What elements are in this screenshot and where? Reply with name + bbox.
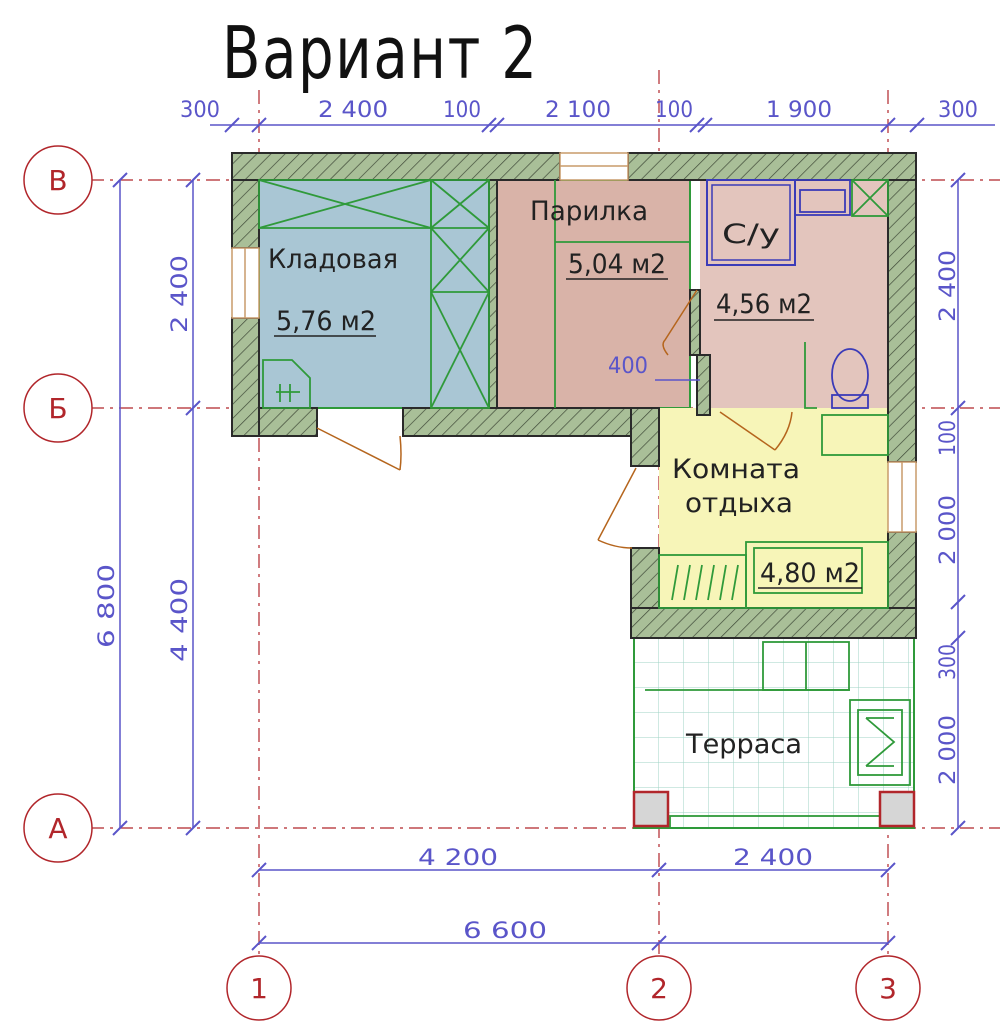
wc-label: С/у bbox=[722, 219, 780, 250]
door-wc-swing bbox=[719, 411, 793, 451]
dimension-lines bbox=[119, 124, 995, 944]
wall-middle-drop bbox=[630, 407, 660, 467]
wall-storage-steam bbox=[488, 179, 498, 409]
terrace-post-left bbox=[632, 790, 670, 828]
rest-cabinet bbox=[821, 414, 889, 456]
dim-door-steam: 400 bbox=[608, 354, 648, 379]
doors bbox=[316, 289, 793, 549]
dim-bottom-0: 4 200 bbox=[418, 846, 498, 871]
axis-label-col-3: 3 bbox=[879, 972, 897, 1005]
door-storage-swing bbox=[316, 427, 402, 471]
terrace-label: Терраса bbox=[685, 729, 802, 760]
dim-right-0: 2 400 bbox=[936, 250, 961, 322]
wc-cabinet bbox=[851, 179, 889, 217]
dim-right-2: 2 000 bbox=[936, 495, 961, 565]
wall-bottom-storage bbox=[258, 407, 318, 437]
wall-bottom-middle bbox=[402, 407, 660, 437]
shower-tray bbox=[706, 179, 796, 266]
axis-marker-row-b bbox=[23, 373, 93, 443]
dim-right-1: 100 bbox=[936, 420, 961, 456]
storage-label: Кладовая bbox=[268, 244, 398, 275]
door-entry-swing bbox=[597, 467, 637, 549]
rest-label-line1: Комната bbox=[672, 454, 800, 485]
toilet bbox=[831, 348, 869, 402]
wall-right-upper bbox=[887, 179, 917, 463]
wall-top-left bbox=[231, 152, 561, 181]
axis-label-col-2: 2 bbox=[650, 972, 668, 1005]
dim-top-5: 1 900 bbox=[766, 98, 832, 123]
axis-markers bbox=[23, 145, 921, 1021]
dim-left-1: 4 400 bbox=[168, 578, 193, 662]
wall-left-upper bbox=[231, 179, 260, 249]
terrace-grill bbox=[849, 699, 911, 786]
wall-top-right bbox=[627, 152, 917, 181]
wall-left-lower bbox=[231, 317, 260, 437]
rest-shoe-rack bbox=[658, 554, 747, 609]
dim-left-0: 2 400 bbox=[168, 255, 193, 333]
dim-top-4: 100 bbox=[655, 98, 693, 123]
dim-top-1: 2 400 bbox=[318, 98, 388, 123]
axis-label-row-v: В bbox=[48, 164, 67, 197]
rest-area: 4,80 м2 bbox=[760, 558, 860, 589]
door-steam-swing bbox=[662, 289, 698, 356]
steam-label: Парилка bbox=[530, 196, 648, 227]
rest-room bbox=[659, 408, 888, 608]
axis-marker-col-2 bbox=[626, 955, 692, 1021]
windows bbox=[231, 152, 917, 533]
axis-label-row-a: А bbox=[48, 812, 67, 845]
dim-top-2: 100 bbox=[443, 98, 481, 123]
storage-area: 5,76 м2 bbox=[276, 306, 376, 337]
storage-stool bbox=[262, 359, 311, 409]
steam-area: 5,04 м2 bbox=[568, 249, 666, 280]
terrace-post-right bbox=[878, 790, 916, 828]
wash-basin bbox=[794, 179, 851, 216]
dim-top-6: 300 bbox=[938, 98, 978, 123]
steam-bench bbox=[554, 180, 690, 408]
dim-top-0: 300 bbox=[180, 98, 220, 123]
axis-marker-row-v bbox=[23, 145, 93, 215]
wall-wc-lower bbox=[696, 354, 711, 416]
axis-marker-col-3 bbox=[855, 955, 921, 1021]
wc-partition bbox=[804, 342, 817, 409]
axis-label-row-b: Б bbox=[48, 392, 67, 425]
wall-steam-wc bbox=[689, 289, 701, 356]
plan-title: Вариант 2 bbox=[222, 11, 539, 95]
dimension-ticks bbox=[112, 117, 966, 951]
dim-bottom-1: 2 400 bbox=[733, 846, 813, 871]
rest-label-line2: отдыха bbox=[685, 488, 793, 519]
terrace-posts bbox=[632, 790, 916, 828]
axis-label-col-1: 1 bbox=[250, 972, 268, 1005]
dim-bottom-2: 6 600 bbox=[463, 919, 547, 944]
storage-room bbox=[258, 179, 490, 409]
dim-right-3: 300 bbox=[936, 644, 961, 680]
axis-marker-col-1 bbox=[226, 955, 292, 1021]
dim-left-2: 6 800 bbox=[95, 564, 120, 648]
wall-rest-bottom bbox=[630, 607, 917, 639]
dim-right-4: 2 000 bbox=[936, 715, 961, 785]
dim-top-3: 2 100 bbox=[545, 98, 611, 123]
wc-area: 4,56 м2 bbox=[716, 289, 812, 320]
axis-marker-row-a bbox=[23, 793, 93, 863]
walls bbox=[231, 152, 917, 639]
